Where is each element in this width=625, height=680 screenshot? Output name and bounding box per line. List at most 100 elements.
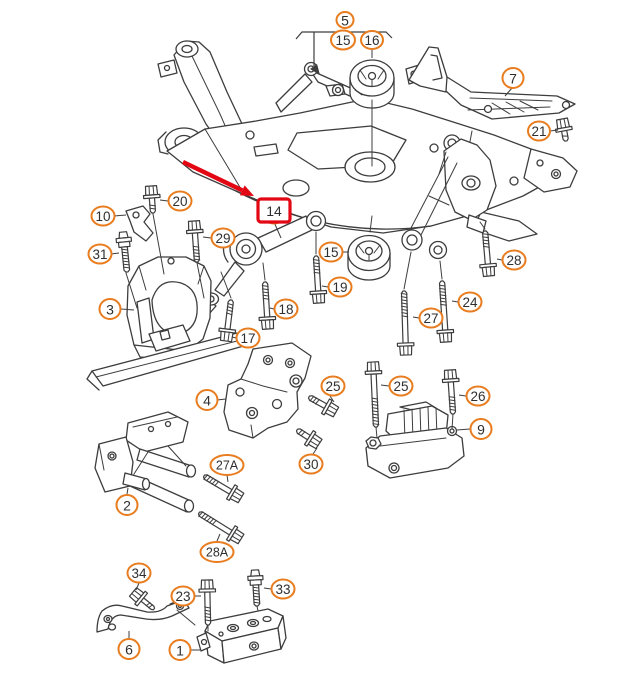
callout-1[interactable]: 1: [168, 639, 201, 661]
callout-15-mid-ring: [318, 241, 344, 263]
callout-5-label: 5: [341, 13, 349, 29]
callout-29[interactable]: 29: [202, 227, 236, 249]
callout-15-top-ring: [330, 29, 356, 51]
callout-21-leader: [549, 129, 559, 132]
callout-27A-leader: [226, 474, 229, 483]
callout-25-right[interactable]: 25: [380, 375, 414, 397]
callout-16[interactable]: 16: [360, 30, 384, 58]
callout-33[interactable]: 33: [263, 578, 296, 600]
callout-34-label: 34: [131, 566, 147, 581]
bolt-28: [479, 230, 497, 278]
callout-5[interactable]: 5: [335, 11, 355, 29]
callout-15-mid-label: 15: [323, 245, 338, 260]
callout-20-label: 20: [172, 194, 187, 209]
callout-28-label: 28: [506, 253, 521, 268]
callout-20[interactable]: 20: [159, 190, 193, 212]
callout-27A[interactable]: 27A: [209, 454, 245, 483]
callout-15-top-label: 15: [335, 33, 350, 48]
callout-17[interactable]: 17: [231, 327, 261, 349]
bolt-31: [115, 231, 133, 273]
callout-7-label: 7: [509, 71, 517, 87]
callout-21[interactable]: 21: [527, 120, 559, 142]
callout-10[interactable]: 10: [90, 205, 127, 227]
callout-4-leader: [216, 398, 227, 401]
callout-2-leader: [126, 487, 129, 495]
callout-9-ring: [469, 418, 493, 440]
bolt-18: [258, 281, 277, 330]
callout-6[interactable]: 6: [117, 631, 141, 660]
callout-31-label: 31: [92, 247, 107, 262]
callout-24[interactable]: 24: [451, 291, 483, 313]
part-1-support-block: [196, 608, 287, 664]
callout-3-ring: [98, 298, 122, 320]
callout-25-right-leader: [380, 384, 390, 387]
callout-17-label: 17: [240, 331, 255, 346]
callout-6-label: 6: [125, 642, 133, 658]
callout-30[interactable]: 30: [298, 447, 324, 475]
part-2-support-bracket: [94, 411, 197, 513]
highlighted-part-number: 14: [266, 203, 282, 219]
callout-27[interactable]: 27: [412, 307, 444, 329]
callout-15-mid[interactable]: 15: [318, 241, 350, 263]
bolt-19: [309, 255, 328, 304]
highlighted-callout-14[interactable]: 14: [256, 197, 292, 225]
callout-15-top[interactable]: 15: [330, 29, 356, 51]
callout-7-leader: [504, 87, 513, 97]
callout-25-left[interactable]: 25: [320, 375, 346, 403]
callout-16-ring: [360, 30, 384, 50]
callout-24-label: 24: [462, 295, 478, 310]
part-15-mount-bushing: [347, 234, 391, 281]
part-10-retaining-plate: [125, 205, 154, 242]
bolt-29: [185, 220, 204, 263]
callout-27A-label: 27A: [216, 459, 239, 473]
callout-19-leader: [321, 285, 329, 288]
callout-28A-label: 28A: [206, 546, 229, 560]
callout-26[interactable]: 26: [458, 385, 491, 407]
callout-28A-leader: [216, 533, 221, 542]
highlight-arrow: [182, 159, 254, 196]
callout-9[interactable]: 9: [456, 418, 493, 440]
callout-18[interactable]: 18: [269, 298, 299, 320]
callout-2-label: 2: [123, 498, 131, 514]
callout-6-ring: [117, 638, 141, 660]
callout-18-ring: [273, 298, 299, 320]
bolt-27: [396, 290, 415, 356]
callout-34[interactable]: 34: [126, 562, 152, 591]
callout-17-ring: [235, 327, 261, 349]
callout-26-label: 26: [470, 389, 485, 404]
callout-7[interactable]: 7: [501, 67, 525, 97]
bolt-24: [436, 280, 455, 343]
callout-24-leader: [451, 300, 459, 303]
callout-30-leader: [312, 447, 318, 455]
callout-29-label: 29: [215, 231, 230, 246]
callout-23[interactable]: 23: [170, 585, 202, 607]
callout-19-ring: [327, 276, 353, 298]
callout-30-ring: [298, 453, 324, 475]
callout-28[interactable]: 28: [496, 249, 527, 271]
callout-25-left-ring: [320, 375, 346, 397]
callout-17-leader: [231, 336, 237, 339]
bolt-17: [218, 299, 237, 343]
callout-9-label: 9: [477, 422, 485, 438]
bolt-33: [247, 569, 264, 607]
callout-3[interactable]: 3: [98, 298, 135, 320]
part-9-gearbox-mount: [365, 401, 465, 479]
install-leader-lines: [125, 99, 486, 632]
callout-4-label: 4: [203, 393, 211, 409]
callout-19[interactable]: 19: [321, 276, 353, 298]
highlight-box: [256, 197, 292, 224]
callout-28-ring: [501, 249, 527, 271]
callout-4[interactable]: 4: [195, 389, 227, 411]
callout-28A[interactable]: 28A: [199, 533, 235, 563]
callout-26-leader: [458, 394, 467, 397]
callout-29-ring: [210, 227, 236, 249]
callout-25-left-leader: [329, 395, 335, 403]
callout-25-right-ring: [388, 375, 414, 397]
callout-31[interactable]: 31: [87, 243, 120, 265]
callout-2[interactable]: 2: [115, 487, 139, 516]
callout-24-ring: [457, 291, 483, 313]
callout-1-label: 1: [176, 643, 184, 659]
callout-14-leader: [273, 221, 282, 239]
